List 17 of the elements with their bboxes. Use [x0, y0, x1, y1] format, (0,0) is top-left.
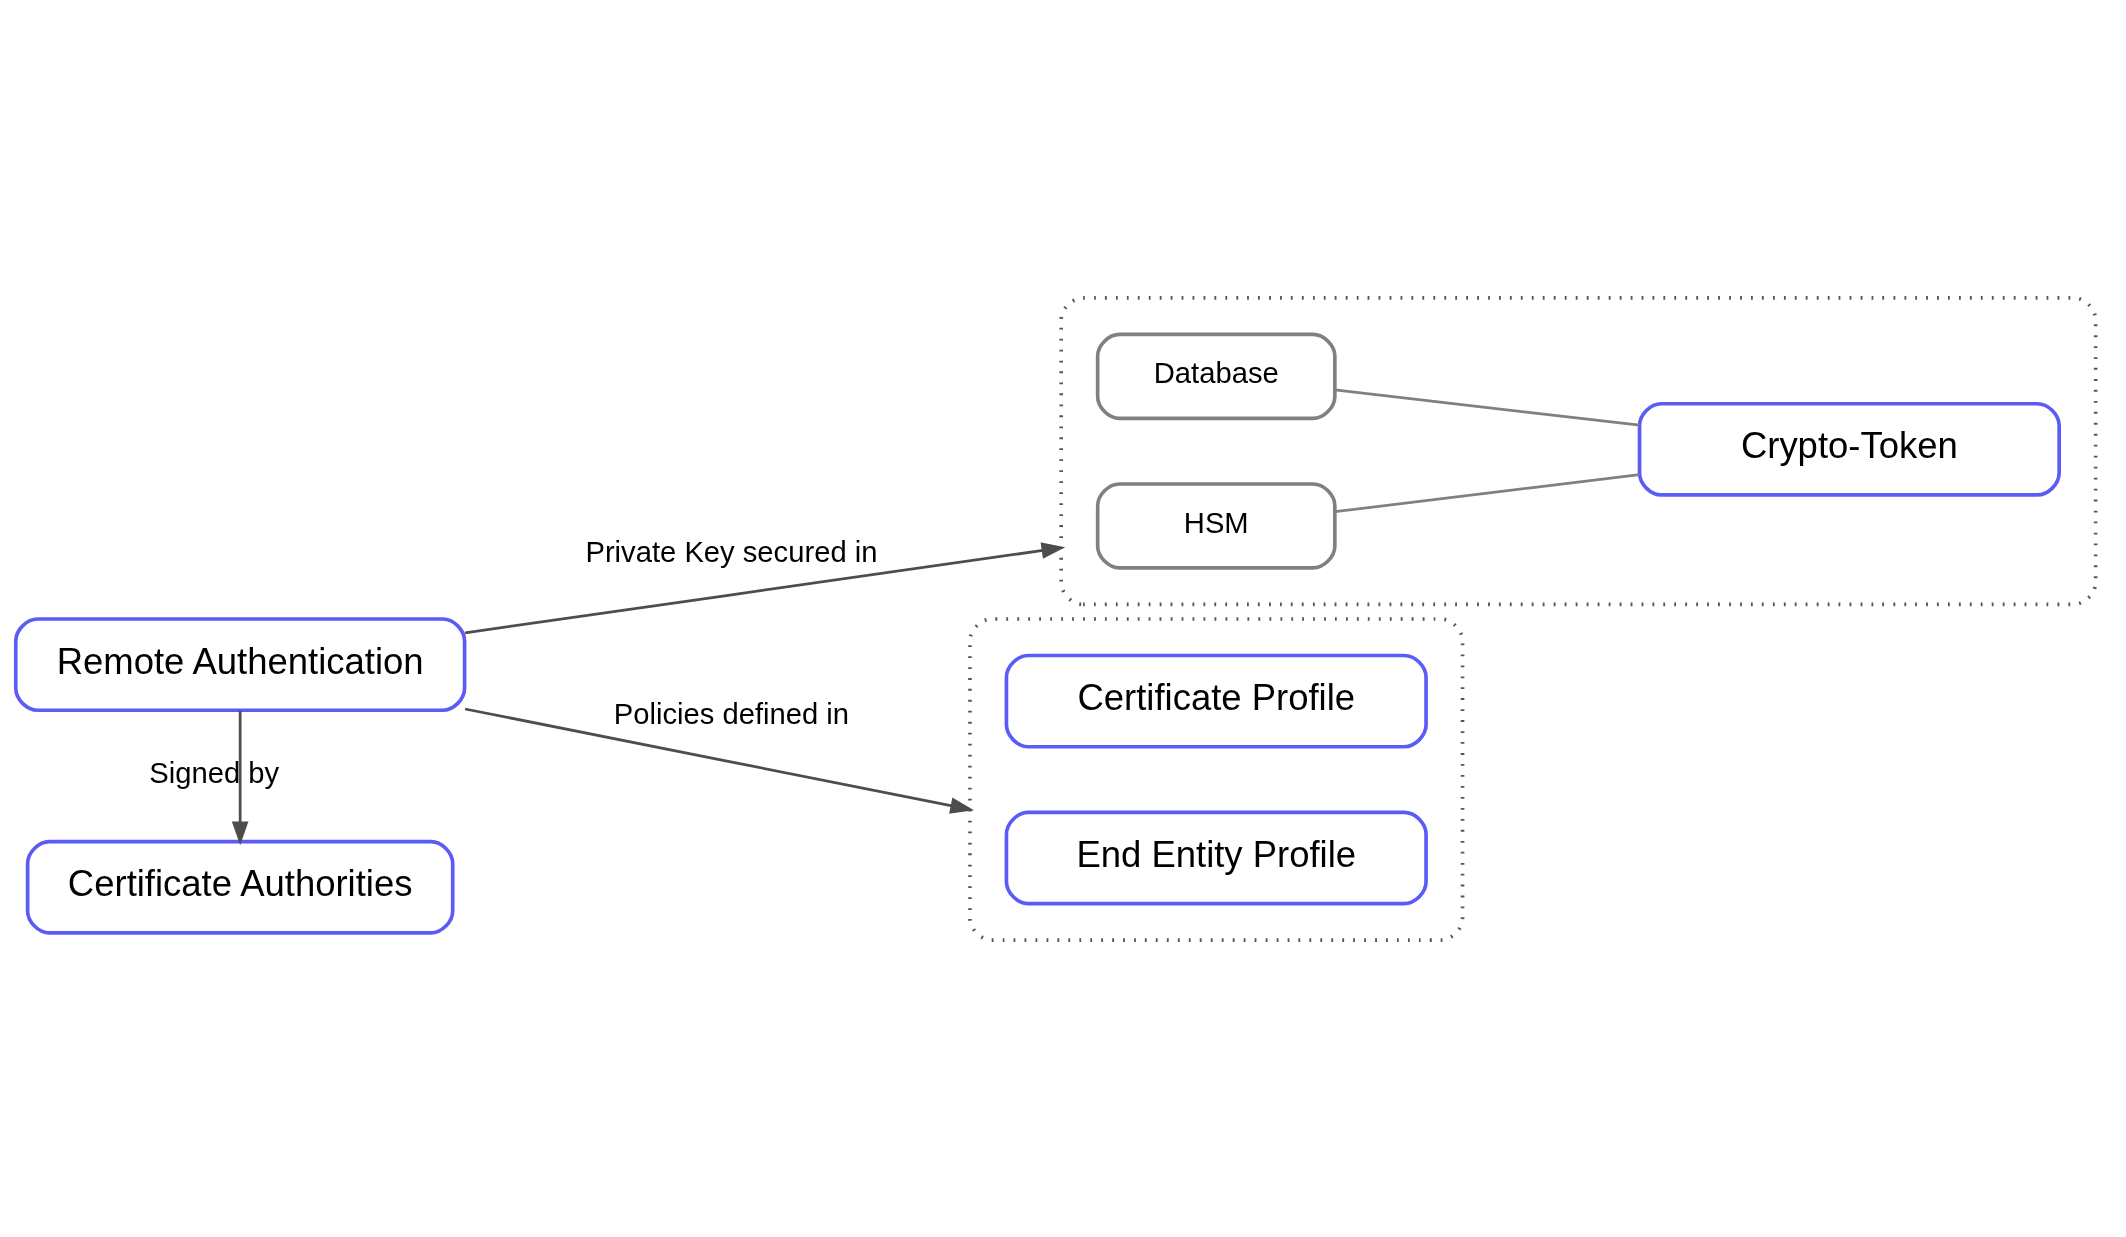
node-box: Remote Authentication: [13, 616, 467, 712]
node-box: Crypto-Token: [1637, 401, 2061, 497]
connector: [1334, 388, 1640, 427]
node-box: Database: [1095, 332, 1337, 420]
node-box: HSM: [1095, 481, 1337, 570]
edge-label: Policies defined in: [613, 697, 850, 730]
edge-label: Private Key secured in: [585, 535, 878, 568]
connector: [1334, 472, 1640, 513]
node-box: End Entity Profile: [1004, 810, 1428, 905]
edge-label: Signed by: [149, 756, 280, 789]
node-box: Certificate Authorities: [25, 839, 455, 935]
arrow: [231, 710, 249, 845]
cluster: [968, 616, 1465, 942]
arrow: [464, 707, 975, 814]
cluster: [1059, 295, 2098, 606]
arrow: [464, 541, 1066, 634]
node-box: Certificate Profile: [1004, 653, 1428, 749]
